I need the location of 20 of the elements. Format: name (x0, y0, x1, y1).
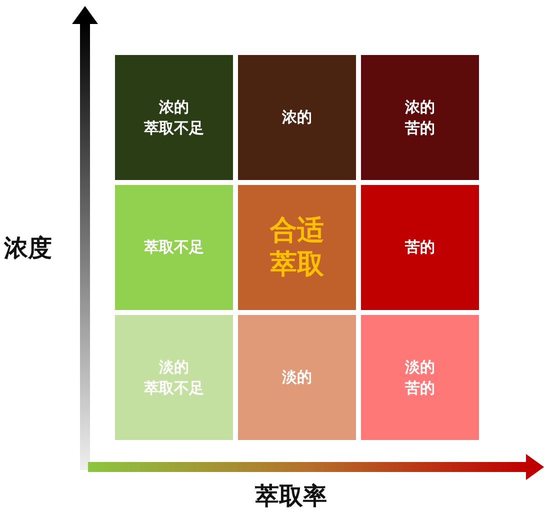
matrix-cell (238, 55, 356, 180)
matrix-cell (361, 185, 479, 310)
matrix-cell (238, 315, 356, 440)
cell-label: 浓的 (282, 107, 312, 128)
cell-label: 淡的苦的 (405, 357, 435, 398)
vertical-axis-label: 浓度 (4, 233, 52, 264)
matrix-cell (115, 55, 233, 180)
matrix-cell (115, 315, 233, 440)
cell-label: 萃取不足 (144, 237, 204, 258)
matrix-cell (361, 315, 479, 440)
cell-label: 合适萃取 (270, 214, 324, 282)
matrix-cell (115, 185, 233, 310)
horizontal-axis-label: 萃取率 (255, 481, 327, 512)
cell-label: 淡的萃取不足 (144, 357, 204, 398)
cell-label: 淡的 (282, 367, 312, 388)
cell-label: 浓的萃取不足 (144, 97, 204, 138)
matrix-cell (361, 55, 479, 180)
cell-label: 苦的 (405, 237, 435, 258)
matrix-cell (238, 185, 356, 310)
cell-label: 浓的苦的 (405, 97, 435, 138)
